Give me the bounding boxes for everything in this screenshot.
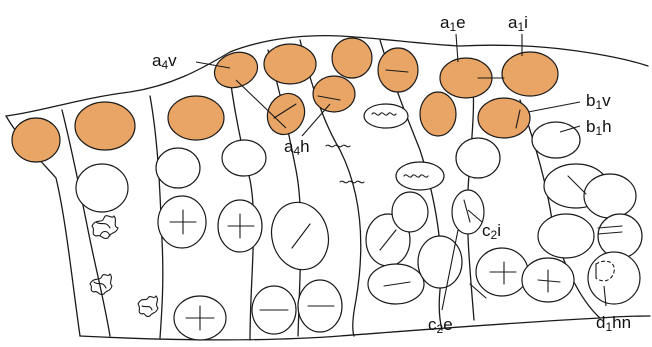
pigment-cell bbox=[502, 52, 558, 96]
chromatin-thread bbox=[326, 145, 350, 147]
cell bbox=[264, 196, 336, 276]
label-a4v: a4v bbox=[152, 51, 177, 72]
cell bbox=[392, 192, 428, 232]
cell bbox=[532, 122, 580, 158]
chromosome-clump bbox=[138, 296, 158, 316]
cell bbox=[222, 140, 266, 176]
chromosome-clumps bbox=[90, 216, 158, 317]
pigment-cell bbox=[12, 118, 60, 162]
pigment-cell bbox=[261, 87, 311, 140]
pigment-cell bbox=[313, 76, 355, 112]
pigment-cell bbox=[210, 47, 263, 94]
pigment-cell bbox=[478, 98, 530, 138]
label-a1e: a1e bbox=[440, 13, 466, 34]
cell bbox=[156, 148, 200, 188]
leader-b1v bbox=[528, 102, 580, 112]
chromosome-clump bbox=[92, 216, 118, 239]
label-d1hn: d1hn bbox=[596, 313, 631, 334]
pigment-cell bbox=[378, 48, 418, 92]
label-b1v: b1v bbox=[586, 91, 611, 112]
cell bbox=[584, 174, 636, 218]
pigment-cell bbox=[168, 96, 224, 140]
cell bbox=[598, 214, 642, 258]
label-a4h: a4h bbox=[284, 137, 310, 158]
cell bbox=[452, 190, 484, 234]
label-b1h: b1h bbox=[586, 117, 612, 138]
label-a1i: a1i bbox=[508, 13, 528, 34]
pigment-cell bbox=[420, 92, 456, 136]
cell bbox=[76, 164, 128, 212]
pigment-cell bbox=[75, 102, 135, 150]
cell bbox=[364, 104, 408, 128]
cell bbox=[538, 214, 594, 258]
label-c2i: c2i bbox=[482, 221, 501, 242]
cell bbox=[456, 138, 500, 178]
leader-a1e bbox=[456, 34, 458, 62]
chromatin-thread bbox=[340, 181, 364, 183]
pigment-cell bbox=[264, 44, 316, 84]
tissue-bottom-outline bbox=[80, 316, 650, 340]
white-cells bbox=[76, 104, 642, 340]
pigment-cell bbox=[332, 38, 372, 78]
